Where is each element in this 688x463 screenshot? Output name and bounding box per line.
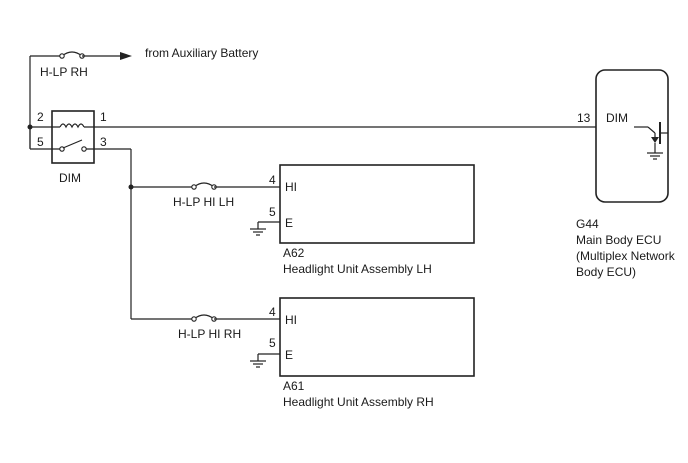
dim-relay: 2 1 5 3 DIM [29, 110, 596, 185]
headlight-lh-pin-e: 5 [269, 205, 276, 219]
dim-pin-5: 5 [37, 135, 44, 149]
fuse-hi-lh-symbol [193, 182, 215, 188]
ecu-terminal-dim: DIM [606, 111, 628, 125]
headlight-rh-pin-hi: 4 [269, 305, 276, 319]
lh-branch: H-LP HI LH [131, 182, 280, 209]
headlight-lh-connector: A62 [283, 246, 305, 260]
fuse-hi-rh-symbol [193, 314, 215, 320]
ecu-name-line3: Body ECU) [576, 265, 636, 279]
headlight-rh-box [279, 297, 475, 377]
main-body-ecu: 13 DIM G44 Main Body ECU (Multiplex Netw… [576, 69, 676, 279]
rh-branch: H-LP HI RH [131, 314, 280, 341]
ecu-box [595, 69, 669, 203]
headlight-rh: 4 HI 5 E A61 Headlight Unit Assembly RH [250, 297, 475, 409]
relay-coil-icon [59, 123, 85, 129]
headlight-rh-connector: A61 [283, 379, 305, 393]
fuse-h-lp-rh-label: H-LP RH [40, 65, 88, 79]
fuse-h-lp-rh-symbol [61, 51, 83, 57]
dim-relay-label: DIM [59, 171, 81, 185]
dim-relay-box [51, 110, 95, 164]
power-feed: from Auxiliary Battery H-LP RH [27, 46, 258, 148]
headlight-rh-pin-e: 5 [269, 336, 276, 350]
headlight-lh-box [279, 164, 475, 244]
ecu-connector: G44 [576, 217, 599, 231]
ground-icon [647, 152, 663, 160]
ecu-name-line1: Main Body ECU [576, 233, 661, 247]
headlight-lh-label-e: E [285, 216, 293, 230]
arrow-left-icon [120, 52, 132, 60]
ground-icon [250, 360, 266, 368]
dim-pin-2: 2 [37, 110, 44, 124]
headlight-lh-name: Headlight Unit Assembly LH [283, 262, 432, 276]
headlight-rh-label-hi: HI [285, 313, 297, 327]
transistor-icon [634, 122, 668, 153]
hi-beam-bus [128, 149, 134, 319]
fuse-hi-rh-label: H-LP HI RH [178, 327, 241, 341]
relay-switch-icon [62, 139, 83, 149]
headlight-lh: 4 HI 5 E A62 Headlight Unit Assembly LH [250, 164, 475, 276]
source-label: from Auxiliary Battery [145, 46, 258, 60]
headlight-rh-name: Headlight Unit Assembly RH [283, 395, 434, 409]
headlight-lh-pin-hi: 4 [269, 173, 276, 187]
dim-pin-1: 1 [100, 110, 107, 124]
ecu-name-line2: (Multiplex Network [576, 249, 676, 263]
dim-pin-3: 3 [100, 135, 107, 149]
ecu-pin-13: 13 [577, 111, 591, 125]
ground-icon [250, 228, 266, 236]
headlight-rh-label-e: E [285, 348, 293, 362]
headlight-lh-label-hi: HI [285, 180, 297, 194]
fuse-hi-lh-label: H-LP HI LH [173, 195, 234, 209]
